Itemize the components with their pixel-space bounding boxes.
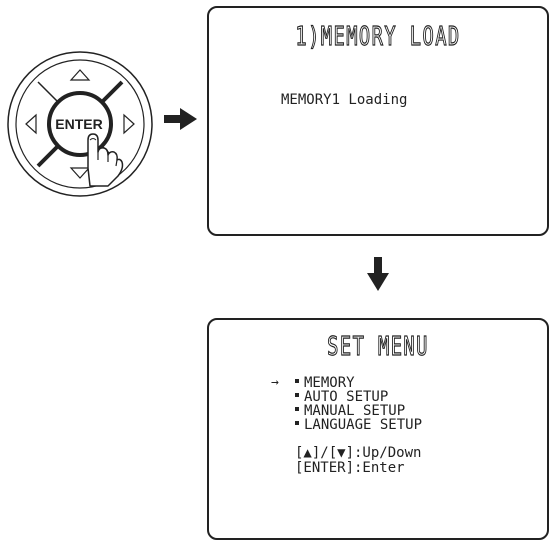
help-text-enter: [ENTER]:Enter — [295, 460, 405, 476]
right-flow-arrow-icon — [164, 108, 197, 130]
bullet-icon — [295, 407, 299, 411]
menu-item-auto-setup[interactable]: AUTO SETUP — [295, 390, 422, 404]
cursor-arrow-icon: → — [271, 375, 279, 390]
pressing-hand-icon — [87, 133, 124, 187]
menu-item-manual-setup[interactable]: MANUAL SETUP — [295, 404, 422, 418]
menu-item-label: MANUAL SETUP — [304, 403, 406, 419]
up-arrow-icon[interactable] — [69, 69, 91, 81]
help-text-navigation: [▲]/[▼]:Up/Down — [295, 445, 422, 461]
bullet-icon — [295, 421, 299, 425]
display-screen-set-menu: SET MENU → MEMORY AUTO SETUP MANUAL SETU… — [207, 318, 549, 540]
set-menu-list: MEMORY AUTO SETUP MANUAL SETUP LANGUAGE … — [295, 376, 422, 432]
screen-title: SET MENU — [327, 331, 429, 362]
cursor-pad: ENTER — [7, 51, 153, 197]
enter-button-label: ENTER — [55, 116, 102, 132]
down-flow-arrow-icon — [367, 257, 389, 291]
menu-item-label: AUTO SETUP — [304, 389, 389, 405]
menu-item-language-setup[interactable]: LANGUAGE SETUP — [295, 418, 422, 432]
menu-item-label: MEMORY — [304, 375, 355, 391]
right-arrow-icon[interactable] — [123, 113, 135, 135]
pad-divider — [100, 80, 124, 104]
menu-item-label: LANGUAGE SETUP — [304, 417, 423, 433]
bullet-icon — [295, 393, 299, 397]
pad-divider — [36, 144, 60, 168]
display-screen-memory-load: 1)MEMORY LOAD MEMORY1 Loading — [207, 6, 549, 236]
menu-item-memory[interactable]: MEMORY — [295, 376, 422, 390]
bullet-icon — [295, 379, 299, 383]
left-arrow-icon[interactable] — [25, 113, 37, 135]
down-arrow-icon[interactable] — [69, 167, 91, 179]
loading-message: MEMORY1 Loading — [281, 92, 408, 108]
screen-title: 1)MEMORY LOAD — [295, 21, 461, 52]
pad-divider — [37, 81, 59, 103]
